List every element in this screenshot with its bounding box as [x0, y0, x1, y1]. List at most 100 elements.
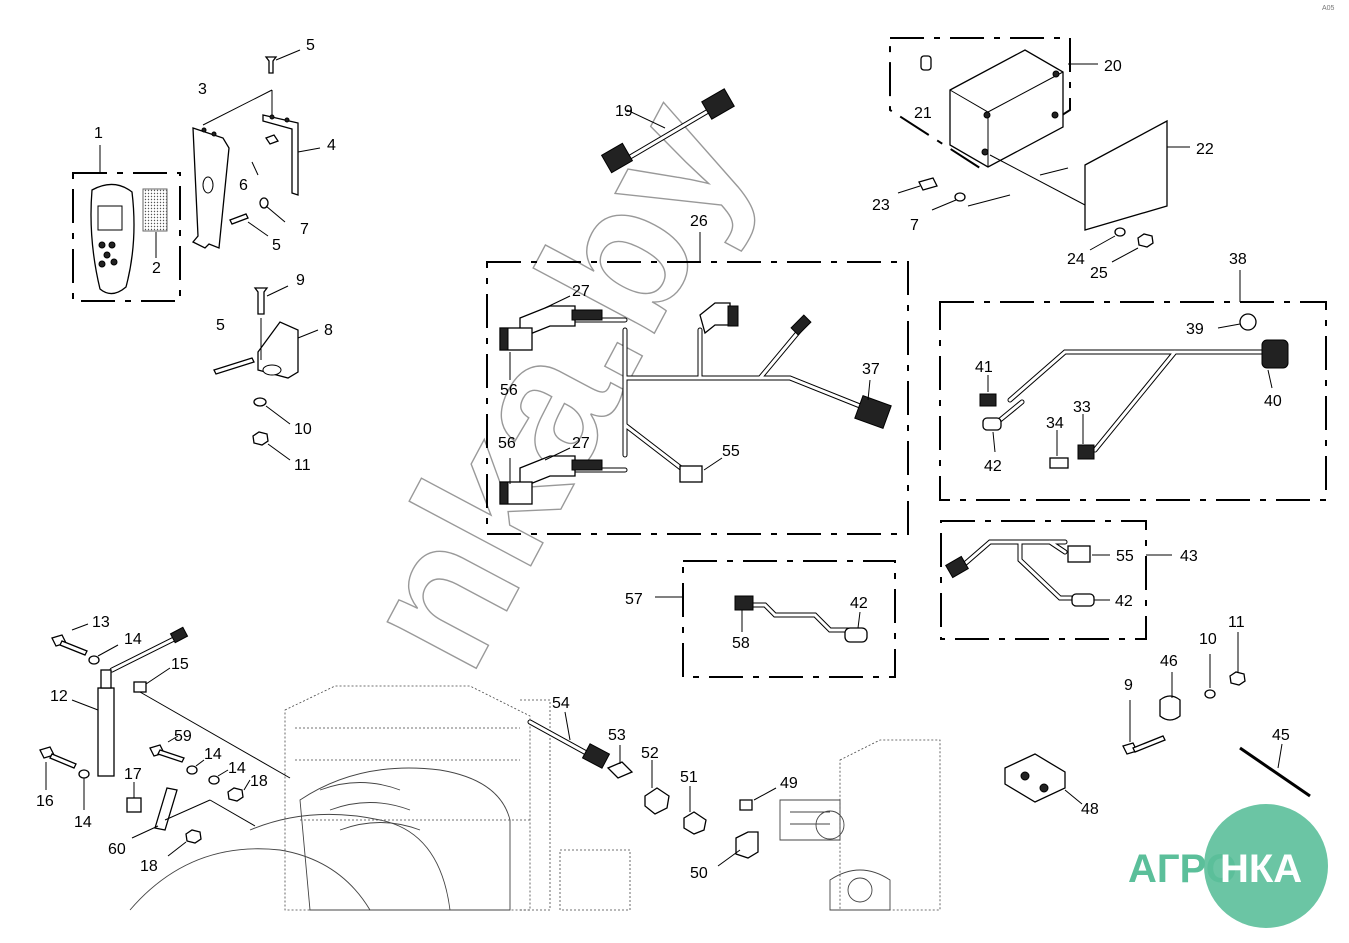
- nut-52: [644, 787, 670, 815]
- part-label: 38: [1229, 251, 1247, 268]
- right-parts-group: [1004, 632, 1311, 805]
- sticker-2: [142, 188, 168, 232]
- part-label: 24: [1067, 251, 1085, 268]
- washer-24: [1114, 227, 1126, 237]
- group-box-26: [486, 261, 909, 535]
- bracket-8-group: [213, 285, 319, 461]
- cylinder-12: [97, 687, 115, 777]
- connector-33: [1077, 444, 1095, 460]
- part-label: 40: [1264, 393, 1282, 410]
- part-label: 48: [1081, 801, 1099, 818]
- connector-41: [979, 393, 997, 407]
- lever-60: [154, 787, 178, 831]
- logo-text-left: АГРО: [1128, 847, 1237, 891]
- part-label: 6: [239, 177, 248, 194]
- harness-group-43: [940, 520, 1172, 640]
- part-label: 60: [108, 841, 126, 858]
- part-label: 2: [152, 260, 161, 277]
- part-label: 14: [204, 746, 222, 763]
- part-label: 5: [272, 237, 281, 254]
- connector-58: [734, 595, 754, 611]
- part-label: 11: [294, 457, 311, 474]
- screw-23: [918, 177, 938, 191]
- bracket-3: [191, 127, 230, 249]
- part-label: 13: [92, 614, 110, 631]
- logo-text-right: НКА: [1220, 847, 1302, 891]
- harness-group-38: [939, 270, 1327, 501]
- part-label: 58: [732, 635, 750, 652]
- screw-5-mid: [229, 213, 249, 225]
- part-label: 15: [171, 656, 189, 673]
- part-label: 57: [625, 591, 643, 608]
- part-label: 26: [690, 213, 708, 230]
- part-label: 59: [174, 728, 192, 745]
- plug-21: [920, 55, 932, 71]
- part-label: 7: [300, 221, 309, 238]
- part-label: 9: [1124, 677, 1133, 694]
- linkage-group: [39, 623, 291, 857]
- part-label: 5: [306, 37, 315, 54]
- nut-18-a: [227, 787, 244, 802]
- part-label: 3: [198, 81, 207, 98]
- group-box-57: [682, 560, 896, 678]
- part-label: 9: [296, 272, 305, 289]
- washer-14-a: [88, 655, 100, 665]
- washer-10-b: [1204, 689, 1216, 699]
- nipple-49: [739, 799, 753, 811]
- washer-14-b: [78, 769, 90, 779]
- part-label: 42: [1115, 593, 1133, 610]
- part-label: 4: [327, 137, 336, 154]
- part-label: 55: [1116, 548, 1134, 565]
- nut-18-b: [185, 829, 202, 844]
- corner-mark: A05: [1322, 5, 1335, 12]
- cap-39: [1239, 313, 1257, 331]
- part-label: 34: [1046, 415, 1064, 432]
- group-box-1: [72, 172, 181, 302]
- connector-40: [1261, 339, 1289, 369]
- bushing-17: [126, 797, 142, 813]
- watermark-text: nka.by: [319, 68, 789, 699]
- part-label: 39: [1186, 321, 1204, 338]
- harness-group-57: [655, 560, 896, 678]
- elbow-50: [735, 831, 759, 859]
- part-label: 49: [780, 775, 798, 792]
- sensor-54: [581, 743, 611, 769]
- part-label: 37: [862, 361, 880, 378]
- washer-7-b: [954, 192, 966, 202]
- block-48: [1004, 753, 1066, 803]
- part-label: 50: [690, 865, 708, 882]
- bracket-4: [262, 114, 299, 196]
- part-label: 10: [1199, 631, 1217, 648]
- part-label: 53: [608, 727, 626, 744]
- part-label: 20: [1104, 58, 1122, 75]
- bracket-group: [191, 49, 321, 249]
- plate-22: [1084, 119, 1168, 231]
- connector-55-b: [1067, 545, 1091, 563]
- connector-42-a: [982, 417, 1002, 431]
- part-label: 10: [294, 421, 312, 438]
- connector-42-b: [1071, 593, 1095, 607]
- nut-11-a: [252, 431, 269, 446]
- part-label: 42: [850, 595, 868, 612]
- part-label: 1: [94, 125, 103, 142]
- logo: АГРО НКА: [1128, 804, 1328, 928]
- washer-14-d: [208, 775, 220, 785]
- screw-5-low: [213, 357, 255, 375]
- group-box-43: [940, 520, 1147, 640]
- connector-34: [1049, 457, 1069, 469]
- cable-19: [600, 88, 735, 174]
- part-label: 43: [1180, 548, 1198, 565]
- screw-9: [253, 287, 269, 315]
- part-labels: 1 2 3 4 5 5 5 6 7 7 8 9 9 10 10 11 11 12…: [36, 37, 1290, 882]
- part-label: 41: [975, 359, 993, 376]
- adapter-53: [606, 761, 634, 779]
- part-label: 56: [498, 435, 516, 452]
- part-label: 12: [50, 688, 68, 705]
- washer-10-a: [253, 397, 267, 407]
- part-label: 55: [722, 443, 740, 460]
- part-label: 52: [641, 745, 659, 762]
- part-label: 14: [124, 631, 142, 648]
- part-label: 18: [250, 773, 268, 790]
- harness-group-26: [486, 232, 909, 535]
